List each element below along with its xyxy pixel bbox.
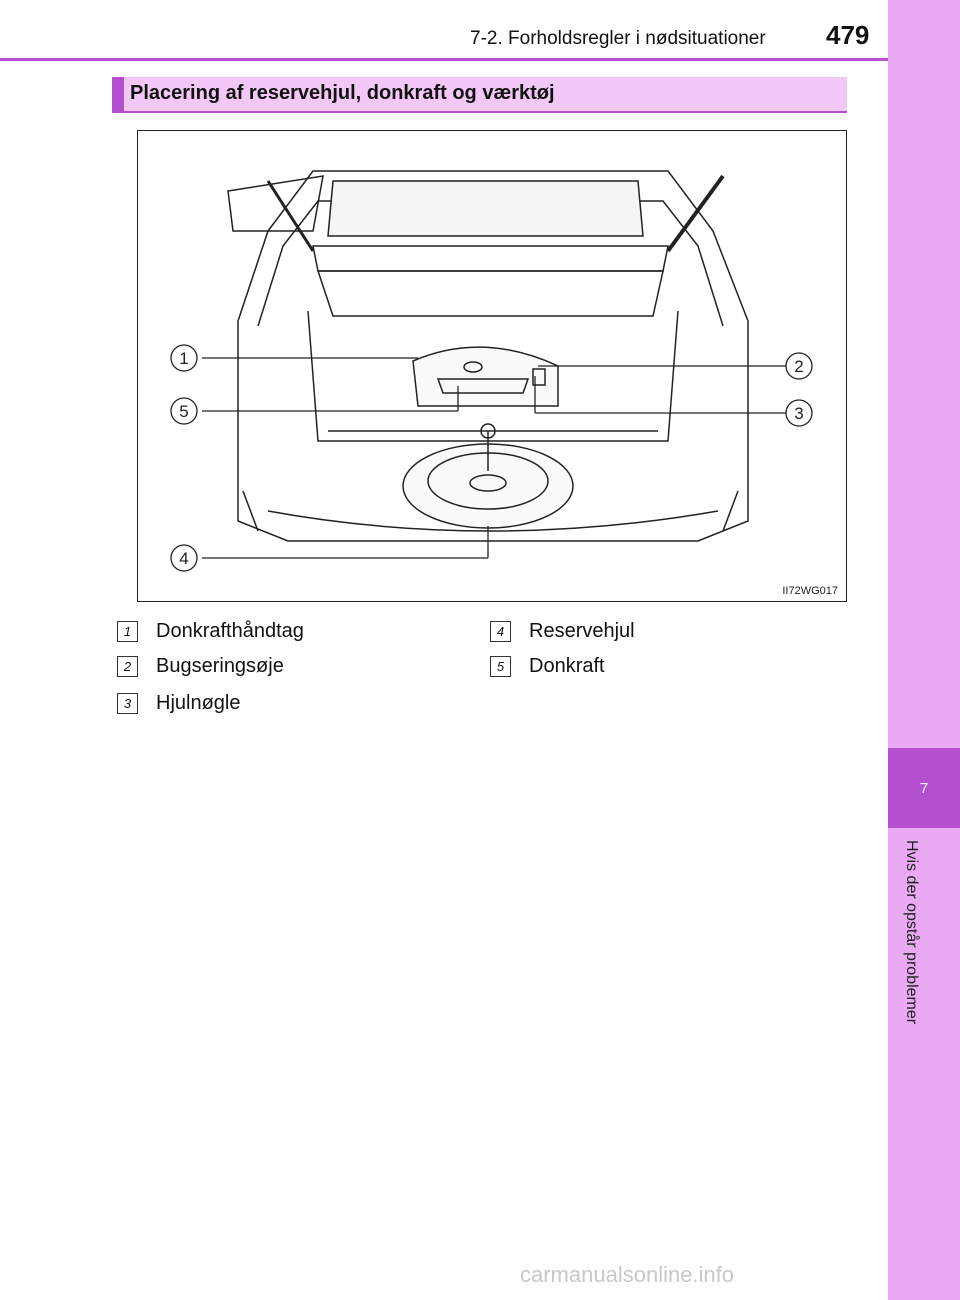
callout-4 xyxy=(170,544,198,572)
callout-4-label: 4 xyxy=(179,549,188,568)
callout-2-label: 2 xyxy=(794,357,803,376)
callout-1 xyxy=(170,344,198,372)
subsection-header: Placering af reservehjul, donkraft og væ… xyxy=(112,77,847,113)
legend-item-1: 1 Donkrafthåndtag xyxy=(117,620,304,643)
legend-label: Donkraft xyxy=(529,655,605,677)
legend-item-2: 2 Bugseringsøje xyxy=(117,655,284,678)
callout-5-label: 5 xyxy=(179,402,188,421)
callout-2 xyxy=(785,352,813,380)
legend-label: Bugseringsøje xyxy=(156,655,284,677)
watermark: carmanualsonline.info xyxy=(520,1262,735,1287)
legend-number: 1 xyxy=(117,621,138,642)
figure-code: II72WG017 xyxy=(782,585,838,597)
callout-3-label: 3 xyxy=(794,404,803,423)
legend-item-5: 5 Donkraft xyxy=(490,655,605,678)
subsection-accent-bar xyxy=(112,77,124,111)
chapter-title: Hvis der opstår problemer xyxy=(903,840,920,1025)
legend-number: 3 xyxy=(117,693,138,714)
legend-number: 4 xyxy=(490,621,511,642)
legend-label: Donkrafthåndtag xyxy=(156,620,304,642)
callout-3 xyxy=(785,399,813,427)
legend-item-3: 3 Hjulnøgle xyxy=(117,692,240,715)
section-title: 7-2. Forholdsregler i nødsituationer xyxy=(470,28,766,49)
page-number: 479 xyxy=(826,20,870,50)
callout-1-label: 1 xyxy=(179,349,188,368)
header-rule xyxy=(0,58,888,61)
legend-label: Reservehjul xyxy=(529,620,635,642)
subsection-title: Placering af reservehjul, donkraft og væ… xyxy=(130,82,555,104)
legend-number: 5 xyxy=(490,656,511,677)
callout-5 xyxy=(170,397,198,425)
chapter-sidebar xyxy=(888,0,960,1300)
trunk-drawing: 1 2 3 4 5 xyxy=(170,170,813,572)
trunk-illustration: 1 2 3 4 5 II72WG017 xyxy=(137,130,847,602)
legend-label: Hjulnøgle xyxy=(156,692,241,714)
legend-item-4: 4 Reservehjul xyxy=(490,620,635,643)
legend-number: 2 xyxy=(117,656,138,677)
chapter-tab[interactable]: 7 xyxy=(888,748,960,828)
